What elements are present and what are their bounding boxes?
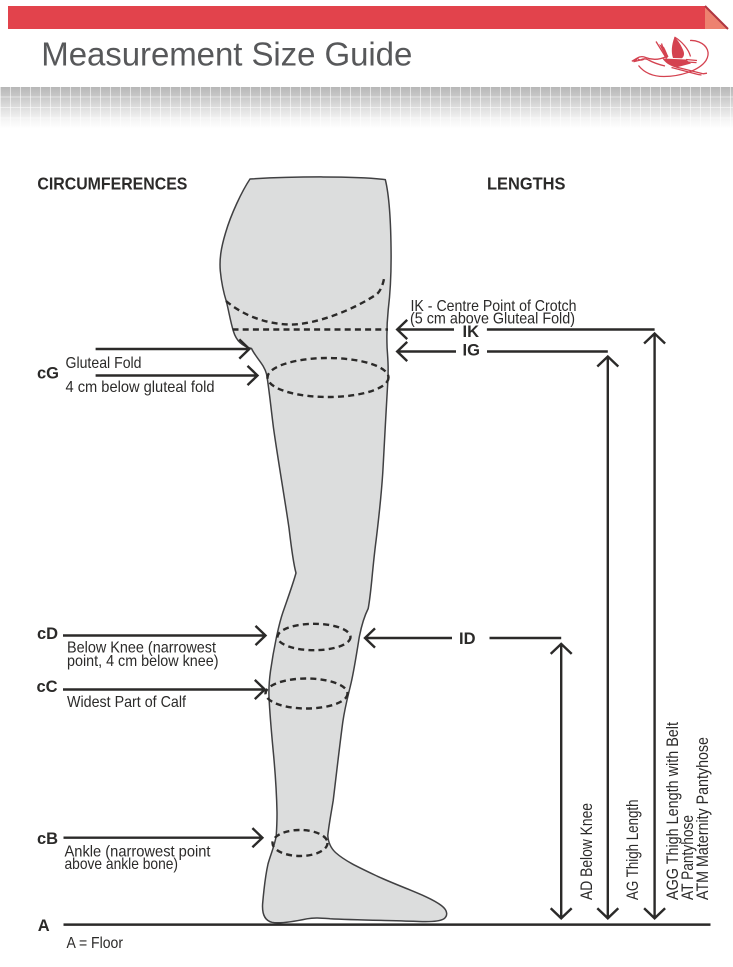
svg-text:cB: cB (37, 830, 58, 848)
svg-text:Widest Part of Calf: Widest Part of Calf (67, 694, 186, 711)
svg-text:Below Knee (narrowest: Below Knee (narrowest (67, 639, 216, 656)
svg-text:Ankle (narrowest point: Ankle (narrowest point (65, 844, 212, 861)
svg-text:point, 4 cm below knee): point, 4 cm below knee) (67, 653, 219, 670)
svg-text:A: A (38, 917, 50, 935)
svg-text:CIRCUMFERENCES: CIRCUMFERENCES (37, 173, 187, 193)
svg-text:IK - Centre Point of Crotch: IK - Centre Point of Crotch (411, 298, 577, 315)
svg-text:AGG Thigh Length with Belt: AGG Thigh Length with Belt (664, 722, 682, 900)
svg-text:cG: cG (37, 365, 59, 383)
svg-text:A = Floor: A = Floor (67, 935, 124, 952)
svg-text:ATM Maternity Pantyhose: ATM Maternity Pantyhose (694, 737, 712, 900)
svg-text:AT Pantyhose: AT Pantyhose (679, 815, 697, 900)
svg-text:(5 cm above Gluteal Fold): (5 cm above Gluteal Fold) (410, 311, 575, 328)
svg-text:Measurement Size Guide: Measurement Size Guide (41, 35, 412, 72)
svg-text:IK: IK (463, 323, 480, 341)
svg-text:cD: cD (37, 625, 58, 643)
svg-text:cC: cC (37, 678, 58, 696)
svg-text:IG: IG (463, 342, 480, 360)
svg-text:above ankle bone): above ankle bone) (65, 856, 179, 873)
svg-text:AG Thigh Length: AG Thigh Length (624, 800, 642, 901)
svg-text:LENGTHS: LENGTHS (487, 173, 566, 193)
svg-text:Gluteal Fold: Gluteal Fold (66, 355, 142, 372)
svg-text:AD Below Knee: AD Below Knee (578, 803, 596, 900)
svg-text:4 cm below gluteal fold: 4 cm below gluteal fold (66, 379, 215, 396)
svg-text:ID: ID (459, 630, 476, 648)
